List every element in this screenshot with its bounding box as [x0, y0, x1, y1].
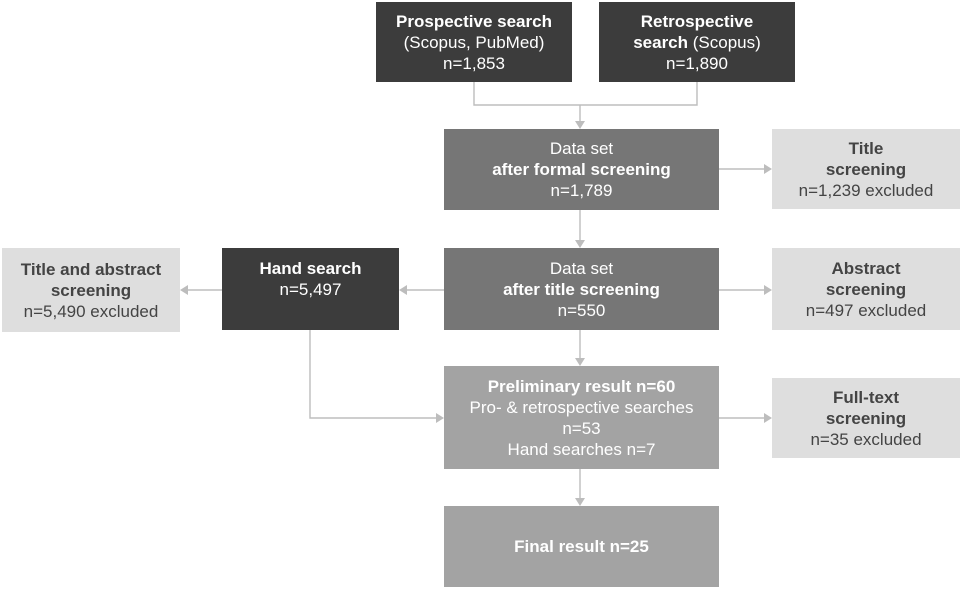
title-excl-count: n=1,239 excluded	[798, 180, 934, 200]
retrospective-title: Retrospective	[640, 11, 754, 31]
fulltext-excl-count: n=35 excluded	[810, 429, 922, 449]
title-excl-line2: screening	[825, 159, 907, 179]
hand-title: Hand search	[259, 259, 362, 278]
fulltext-excl-line1: Full-text	[832, 387, 900, 407]
arrowhead-title-set	[575, 240, 585, 248]
arrowhead-hand	[399, 285, 407, 295]
hand-search-box: Hand search n=5,497	[222, 248, 399, 330]
title-set-line2: after title screening	[503, 279, 660, 299]
fulltext-excl-line2: screening	[825, 408, 907, 428]
formal-line1: Data set	[549, 139, 614, 158]
arrowhead-title-excl	[764, 164, 772, 174]
prospective-detail: (Scopus, PubMed)	[403, 32, 545, 52]
retrospective-title-b: search	[633, 32, 689, 52]
connector-hand-to-preliminary	[309, 330, 437, 419]
prospective-count: n=1,853	[443, 53, 505, 73]
abstract-excl-line1: Abstract	[831, 258, 901, 278]
title-screening-set-box: Data set after title screening n=550	[444, 248, 719, 330]
connector-retrospective	[580, 82, 698, 106]
arrowhead-to-formal	[575, 121, 585, 129]
hand-excluded-box: Title and abstract screening n=5,490 exc…	[2, 248, 180, 332]
arrowhead-abstract	[764, 285, 772, 295]
hand-excl-count: n=5,490 excluded	[23, 301, 159, 321]
arrowhead-hand-excl	[180, 285, 188, 295]
retrospective-search-box: Retrospective search (Scopus) n=1,890	[599, 2, 795, 82]
preliminary-line2: Pro- & retrospective searches	[469, 397, 694, 417]
retrospective-detail: (Scopus)	[692, 32, 761, 52]
preliminary-line3: n=53	[562, 418, 601, 438]
retrospective-count: n=1,890	[666, 53, 728, 73]
abstract-excl-line2: screening	[825, 279, 907, 299]
hand-count: n=5,497	[279, 280, 342, 299]
arrowhead-final	[575, 498, 585, 506]
hand-excl-line1: Title and abstract	[20, 259, 162, 279]
final-title: Final result n=25	[514, 537, 649, 556]
preliminary-line4: Hand searches n=7	[507, 439, 656, 459]
prospective-search-box: Prospective search (Scopus, PubMed) n=1,…	[376, 2, 572, 82]
formal-line2: after formal screening	[492, 160, 671, 179]
retrospective-title-line2: search (Scopus)	[633, 32, 761, 53]
arrowhead-hand-to-preliminary	[436, 413, 444, 423]
connector-prospective	[473, 82, 580, 106]
preliminary-title: Preliminary result n=60	[487, 376, 676, 396]
prospective-title: Prospective search	[396, 11, 552, 31]
title-excl-line1: Title	[848, 138, 884, 158]
title-set-count: n=550	[557, 300, 606, 320]
hand-excl-line2: screening	[50, 280, 132, 300]
fulltext-screening-excluded-box: Full-text screening n=35 excluded	[772, 378, 960, 458]
final-result-box: Final result n=25	[444, 506, 719, 587]
title-screening-excluded-box: Title screening n=1,239 excluded	[772, 129, 960, 209]
abstract-excl-count: n=497 excluded	[805, 300, 927, 320]
title-set-line1: Data set	[549, 258, 614, 278]
preliminary-result-box: Preliminary result n=60 Pro- & retrospec…	[444, 366, 719, 469]
arrowhead-preliminary	[575, 358, 585, 366]
formal-screening-box: Data set after formal screening n=1,789	[444, 129, 719, 210]
abstract-screening-excluded-box: Abstract screening n=497 excluded	[772, 248, 960, 330]
formal-count: n=1,789	[550, 181, 613, 200]
arrowhead-fulltext	[764, 413, 772, 423]
